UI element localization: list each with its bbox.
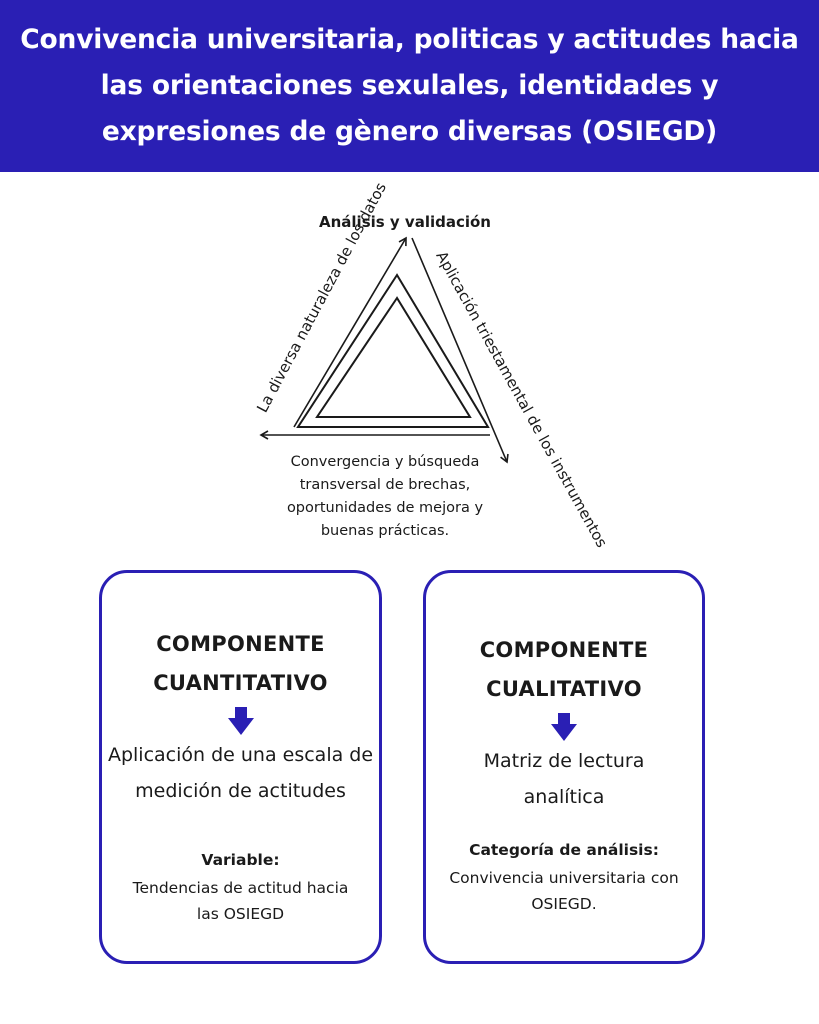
qualitative-method: Matriz de lectura analítica: [483, 750, 645, 808]
variable-value: Tendencias de actitud hacia las OSIEGD: [132, 879, 349, 923]
quantitative-method: Aplicación de una escala de medición de …: [107, 744, 374, 802]
variable-label: Variable:: [201, 851, 280, 869]
outer-triangle: [296, 273, 490, 428]
qualitative-title: COMPONENTE CUALITATIVO: [479, 638, 649, 701]
arrow-down-icon: [551, 713, 577, 741]
inner-triangle: [315, 296, 472, 418]
quantitative-title: COMPONENTE CUANTITATIVO: [153, 632, 328, 695]
label-convergence: Convergencia y búsqueda transversal de b…: [286, 454, 484, 539]
triangle-cycle-graphic: [259, 236, 509, 464]
arrow-up-left-side: [293, 236, 407, 428]
header-banner: Convivencia universitaria, politicas y a…: [0, 0, 819, 172]
category-value: Convivencia universitaria con OSIEGD.: [449, 869, 679, 913]
arrow-down-icon: [227, 707, 254, 735]
arrow-down-right-side: [411, 237, 509, 464]
cycle-diagram: Análisis y validación La diversa natural…: [0, 179, 819, 555]
label-analysis-validation: Análisis y validación: [319, 213, 491, 231]
page-title: Convivencia universitaria, politicas y a…: [20, 24, 799, 147]
category-label: Categoría de análisis:: [469, 841, 659, 859]
quantitative-component-card: COMPONENTE CUANTITATIVO Aplicación de un…: [99, 570, 382, 964]
qualitative-component-card: COMPONENTE CUALITATIVO Matriz de lectura…: [423, 570, 705, 964]
